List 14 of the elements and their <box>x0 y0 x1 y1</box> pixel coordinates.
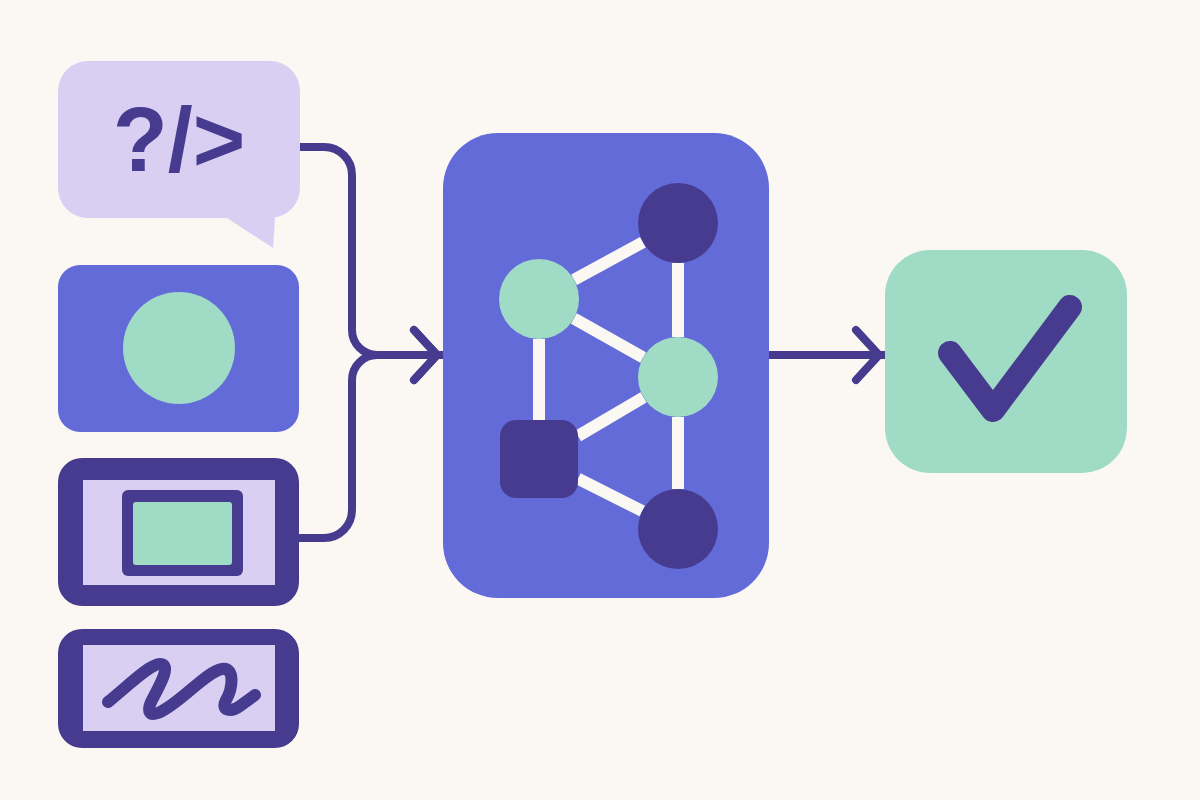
speech-bubble <box>58 61 300 249</box>
squiggle-card <box>58 629 299 748</box>
symbol-text: ?/> <box>112 94 246 185</box>
network-panel <box>443 133 769 598</box>
arrow <box>769 326 885 384</box>
connector-line <box>571 236 646 286</box>
network-node <box>500 420 578 498</box>
connector-line <box>570 313 647 363</box>
framed-card <box>58 458 299 606</box>
check-card <box>885 250 1127 473</box>
connector-line <box>672 263 684 337</box>
circle-card <box>58 265 299 432</box>
connector-line <box>533 339 545 420</box>
connector-line <box>672 417 684 489</box>
